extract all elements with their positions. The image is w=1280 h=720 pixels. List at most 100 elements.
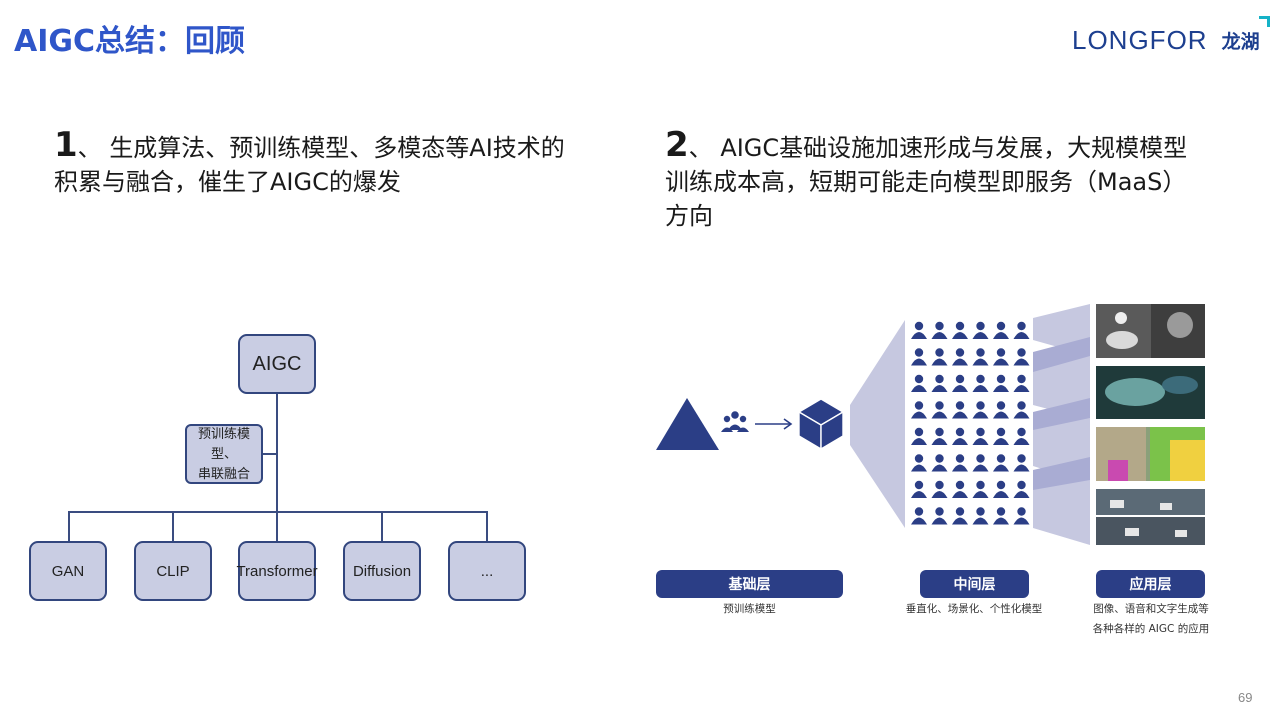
- layer-caption-base: 预训练模型: [656, 599, 843, 619]
- point-separator: 、: [77, 134, 110, 162]
- person-icon: [972, 507, 989, 525]
- person-icon: [993, 374, 1009, 392]
- person-icon: [972, 321, 989, 339]
- app-thumbnail-abstract: [1096, 366, 1205, 419]
- person-icon: [1013, 427, 1030, 445]
- person-icon: [972, 348, 989, 366]
- tree-connector: [381, 511, 383, 541]
- slide-title: AIGC总结：回顾: [14, 24, 246, 59]
- funnel-panel: [1033, 480, 1090, 545]
- person-icon: [931, 427, 948, 445]
- tree-leaf-more: ...: [448, 541, 526, 601]
- person-icon: [952, 454, 968, 472]
- person-icon: [1013, 507, 1030, 525]
- caption-line: 图像、语音和文字生成等: [1093, 603, 1209, 615]
- person-icon: [972, 480, 989, 498]
- tree-connector: [276, 511, 278, 541]
- logo-mark-icon: [1258, 16, 1270, 27]
- cube-icon: [798, 398, 844, 450]
- point-1: 1、 生成算法、预训练模型、多模态等AI技术的积累与融合，催生了AIGC的爆发: [54, 128, 574, 199]
- tree-connector: [263, 453, 276, 455]
- crowd-grid: [911, 321, 1030, 525]
- person-icon: [911, 427, 927, 445]
- person-icon: [931, 374, 948, 392]
- tree-connector: [68, 511, 70, 541]
- point-number: 1: [54, 125, 78, 165]
- person-icon: [993, 454, 1009, 472]
- person-icon: [952, 480, 968, 498]
- tree-leaf-diffusion: Diffusion: [343, 541, 421, 601]
- layer-pill-base: 基础层: [656, 570, 843, 598]
- tree-middle-line: 串联融合: [197, 466, 250, 481]
- person-icon: [993, 427, 1009, 445]
- person-icon: [931, 480, 948, 498]
- tree-leaf-transformer: Transformer: [236, 541, 318, 601]
- tree-root-node: AIGC: [238, 334, 316, 394]
- person-icon: [931, 321, 948, 339]
- person-icon: [1013, 348, 1030, 366]
- person-icon: [911, 480, 927, 498]
- person-icon: [952, 427, 968, 445]
- person-icon: [1013, 480, 1030, 498]
- person-icon: [1013, 374, 1030, 392]
- logo-text-cn: 龙湖: [1221, 31, 1260, 53]
- app-thumbnail-astronaut: [1096, 304, 1205, 358]
- layer-caption-application: 图像、语音和文字生成等 各种各样的 AIGC 的应用: [1076, 599, 1226, 639]
- layer-pill-middle: 中间层: [920, 570, 1029, 598]
- person-icon: [993, 401, 1009, 419]
- person-icon: [911, 348, 927, 366]
- tree-leaf-clip: CLIP: [134, 541, 212, 601]
- person-icon: [931, 507, 948, 525]
- tree-leaf-gan: GAN: [29, 541, 107, 601]
- point-2: 2、 AIGC基础设施加速形成与发展，大规模模型训练成本高，短期可能走向模型即服…: [665, 128, 1205, 233]
- tree-connector: [68, 511, 488, 513]
- people-group-icon: [721, 411, 749, 432]
- person-icon: [972, 401, 989, 419]
- person-icon: [993, 348, 1009, 366]
- logo-text-en: LONGFOR: [1072, 25, 1208, 55]
- person-icon: [952, 374, 968, 392]
- page-number: 69: [1238, 690, 1253, 705]
- person-icon: [911, 401, 927, 419]
- app-thumbnail-street-segmentation: [1096, 427, 1205, 481]
- person-icon: [952, 348, 968, 366]
- tree-middle-line: 预训练模型、: [197, 426, 250, 461]
- person-icon: [952, 507, 968, 525]
- app-thumbnail-traffic: [1096, 489, 1205, 545]
- layer-caption-middle: 垂直化、场景化、个性化模型: [889, 599, 1059, 619]
- tree-connector: [486, 511, 488, 541]
- person-icon: [1013, 321, 1030, 339]
- person-icon: [993, 321, 1009, 339]
- person-icon: [1013, 454, 1030, 472]
- person-icon: [931, 348, 948, 366]
- point-text: 生成算法、预训练模型、多模态等AI技术的积累与融合，催生了AIGC的爆发: [54, 134, 565, 196]
- person-icon: [952, 401, 968, 419]
- longfor-logo: LONGFOR 龙湖: [1072, 16, 1270, 56]
- funnel-shape: [850, 320, 905, 528]
- person-icon: [972, 427, 989, 445]
- person-icon: [911, 507, 927, 525]
- person-icon: [1013, 401, 1030, 419]
- person-icon: [911, 321, 927, 339]
- point-text: AIGC基础设施加速形成与发展，大规模模型训练成本高，短期可能走向模型即服务（M…: [665, 134, 1188, 230]
- person-icon: [911, 374, 927, 392]
- person-icon: [931, 401, 948, 419]
- person-icon: [993, 507, 1009, 525]
- tree-connector: [172, 511, 174, 541]
- triangle-icon: [656, 398, 719, 450]
- tree-middle-node: 预训练模型、 串联融合: [185, 424, 263, 484]
- person-icon: [952, 321, 968, 339]
- caption-line: 预训练模型: [723, 603, 776, 615]
- person-icon: [972, 454, 989, 472]
- arrow-right-icon: [755, 418, 793, 430]
- caption-line: 各种各样的 AIGC 的应用: [1092, 623, 1210, 635]
- point-separator: 、: [688, 134, 721, 162]
- person-icon: [972, 374, 989, 392]
- person-icon: [993, 480, 1009, 498]
- tree-connector: [276, 394, 278, 512]
- point-number: 2: [665, 125, 689, 165]
- layer-pill-application: 应用层: [1096, 570, 1205, 598]
- caption-line: 垂直化、场景化、个性化模型: [905, 603, 1043, 615]
- person-icon: [931, 454, 948, 472]
